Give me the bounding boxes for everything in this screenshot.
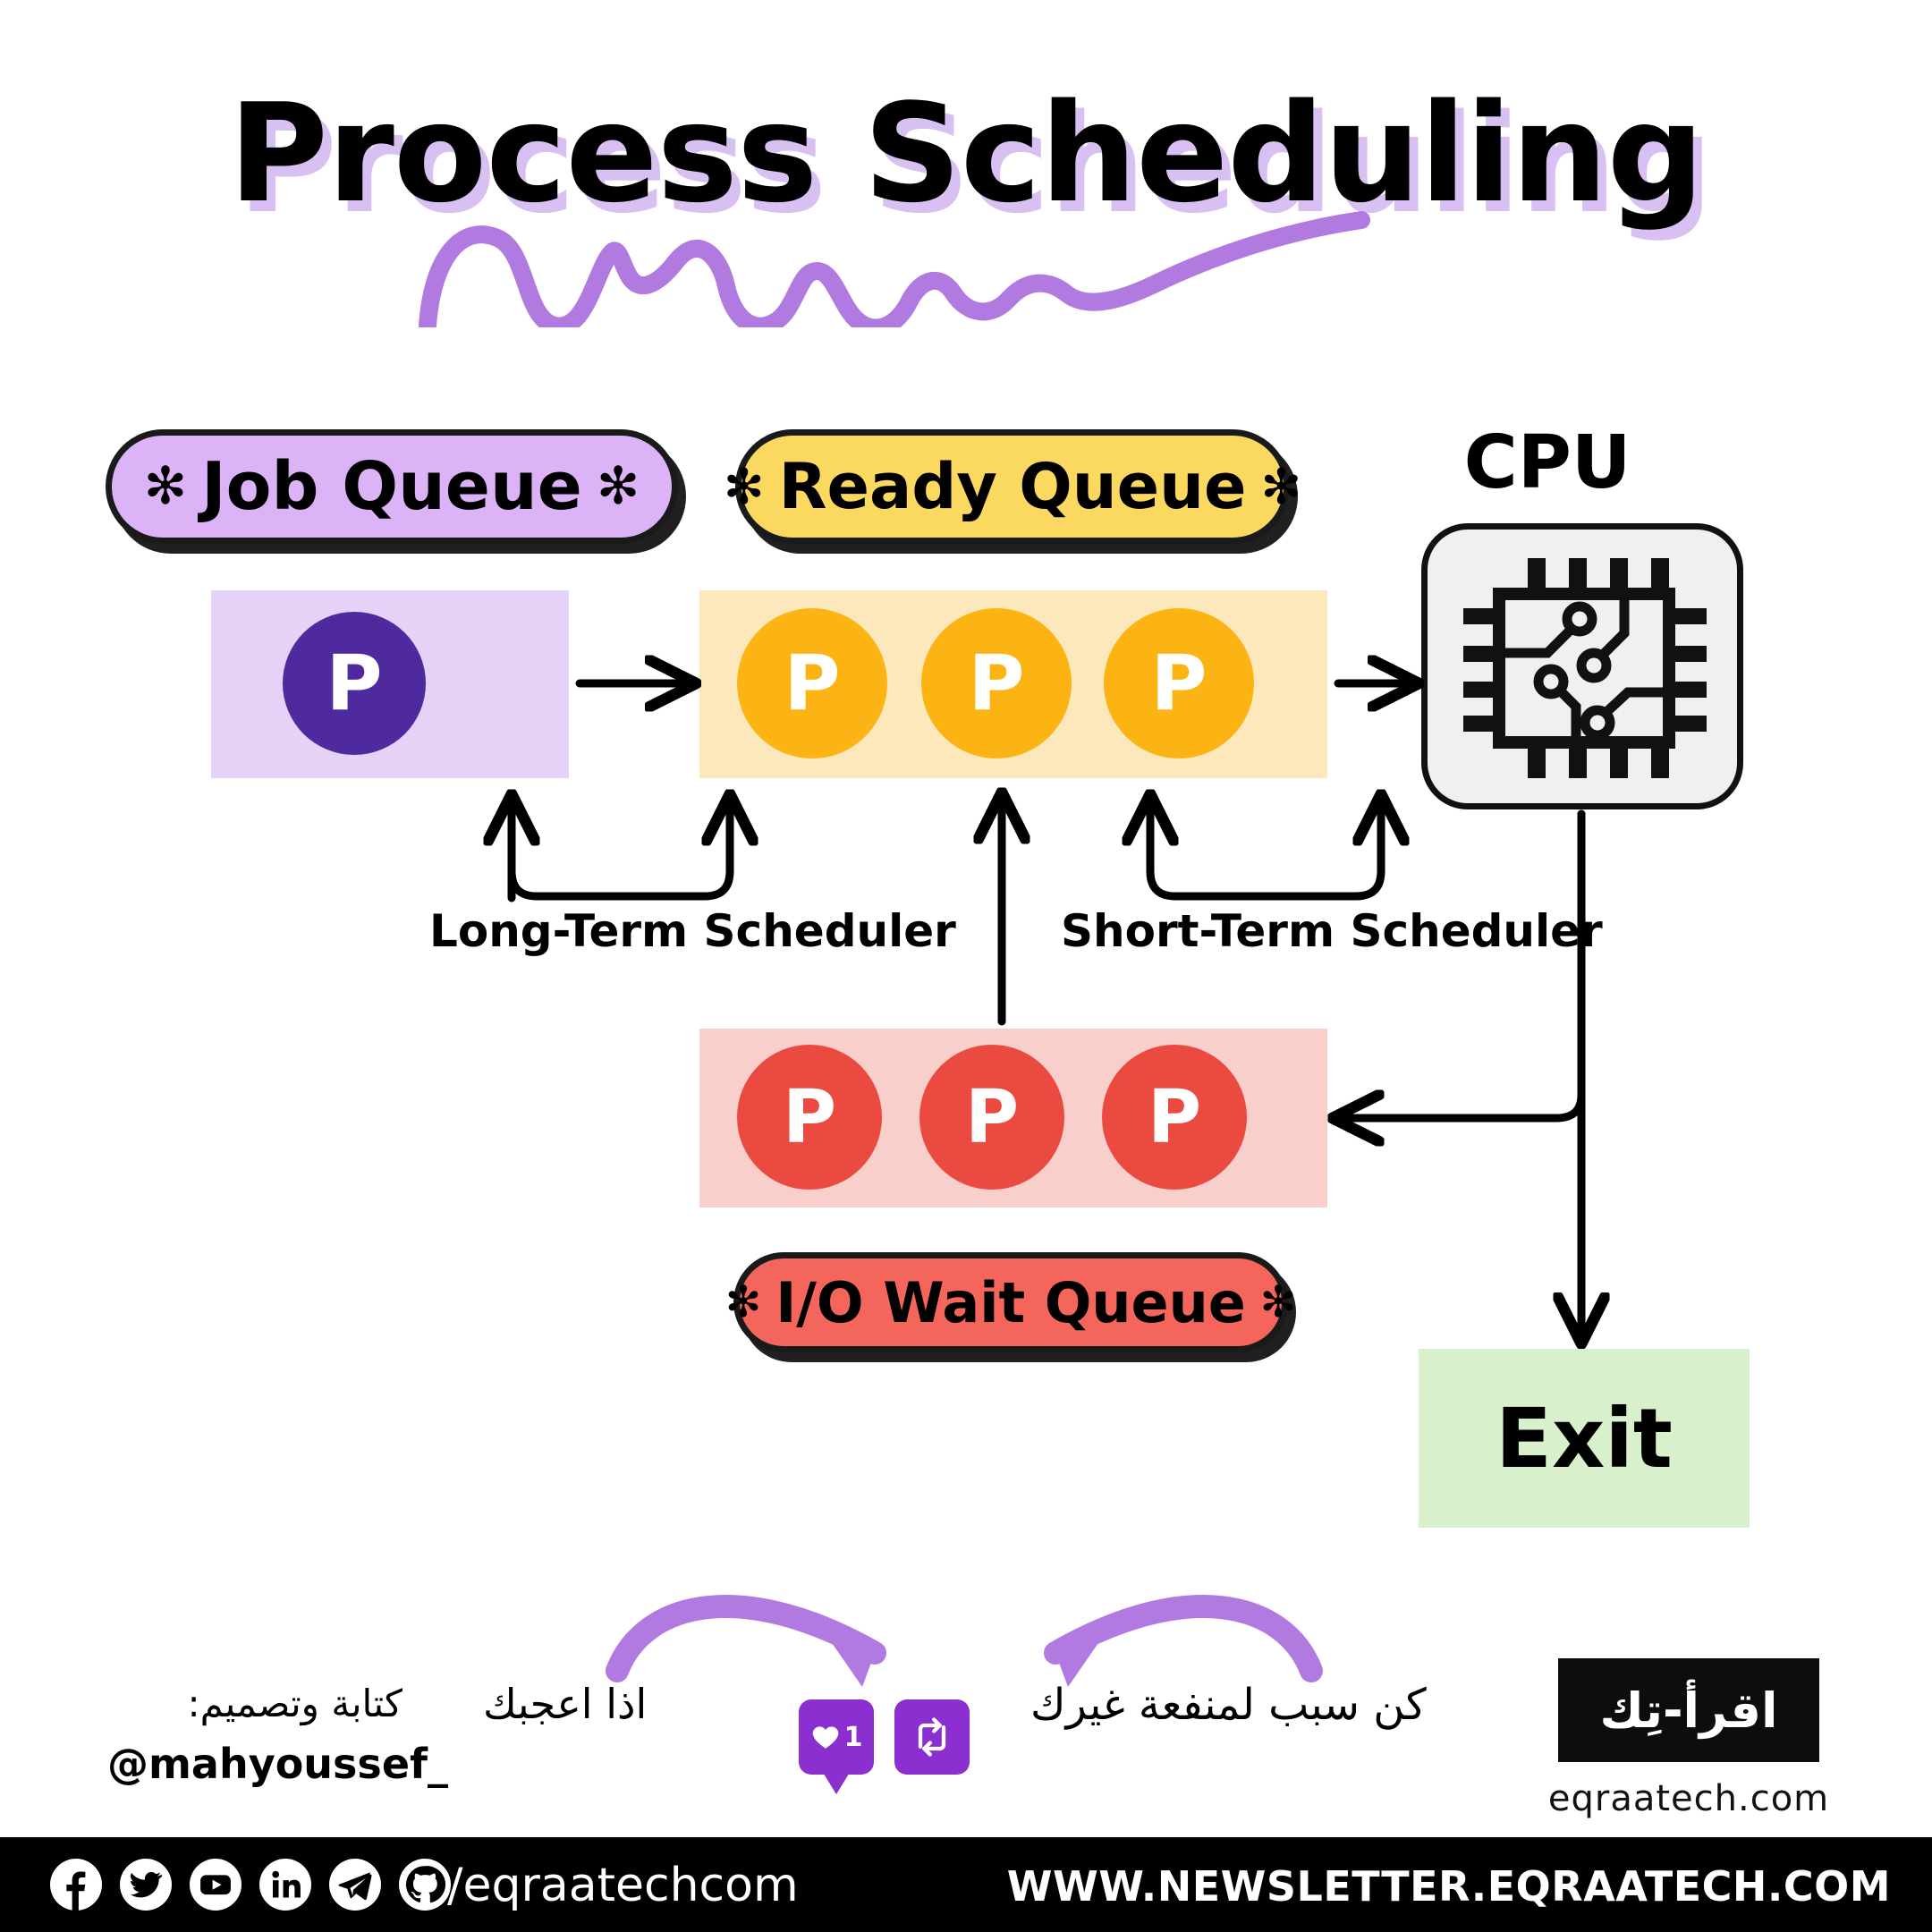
process-circle: P [737, 608, 887, 758]
credit-handle: @mahyoussef_ [107, 1740, 449, 1788]
brand-logo-text: اقرأ-تِك [1599, 1682, 1779, 1739]
arrow-cpu-to-io [1342, 809, 1586, 1118]
io-wait-queue-label: I/O Wait Queue [775, 1269, 1246, 1335]
ready-queue-pill: ✻ Ready Queue ✻ [724, 429, 1301, 544]
twitter-icon[interactable] [120, 1859, 172, 1911]
flower-icon: ✻ [596, 455, 640, 517]
process-circle: P [921, 608, 1072, 758]
arrow-short-term-scheduler [1150, 803, 1381, 901]
youtube-icon[interactable] [190, 1859, 242, 1911]
process-circle: P [1104, 608, 1254, 758]
facebook-icon[interactable] [50, 1859, 102, 1911]
cpu-label: CPU [1463, 420, 1631, 505]
github-icon[interactable] [399, 1859, 451, 1911]
process-circle: P [919, 1045, 1064, 1190]
ready-queue-band: P P P [699, 590, 1327, 778]
cpu-chip-icon [1463, 558, 1707, 778]
process-circle: P [1102, 1045, 1247, 1190]
job-queue-band: P [211, 590, 569, 778]
cta-right-text: كن سبب لمنفعة غيرك [1030, 1680, 1427, 1730]
newsletter-url: WWW.NEWSLETTER.EQRAATECH.COM [1006, 1862, 1891, 1911]
arrow-left-curve [606, 1595, 886, 1682]
flower-icon: ✻ [143, 455, 188, 517]
exit-box: Exit [1419, 1349, 1750, 1528]
io-wait-queue-band: P P P [699, 1029, 1327, 1208]
title-underline-squiggle [419, 211, 1370, 327]
flower-icon: ✻ [724, 1276, 762, 1327]
repost-badge[interactable] [894, 1699, 970, 1775]
arrow-right-head [1055, 1640, 1100, 1687]
arrow-long-term-scheduler [512, 803, 730, 901]
page-title: Process Scheduling [228, 74, 1705, 233]
like-count: 1 [843, 1721, 863, 1753]
badge-tail [822, 1771, 851, 1794]
process-circle: P [283, 612, 426, 755]
arrow-left-head [830, 1640, 875, 1687]
brand-url: eqraatech.com [1547, 1778, 1830, 1819]
flower-icon: ✻ [723, 457, 765, 515]
ready-queue-label: Ready Queue [778, 450, 1247, 523]
long-term-scheduler-label: Long-Term Scheduler [429, 905, 956, 957]
flower-icon: ✻ [1259, 1276, 1297, 1327]
job-queue-pill: ✻ Job Queue ✻ [106, 429, 678, 544]
footer-curved-arrows [606, 1595, 1323, 1687]
arrow-right-curve [1044, 1595, 1323, 1682]
short-term-scheduler-label: Short-Term Scheduler [1061, 905, 1603, 957]
process-circle: P [737, 1045, 882, 1190]
cpu-box [1421, 523, 1743, 809]
like-badge[interactable]: 1 [799, 1699, 874, 1794]
flower-icon: ✻ [1260, 457, 1302, 515]
linkedin-icon[interactable] [259, 1859, 311, 1911]
heart-icon [812, 1726, 838, 1749]
job-queue-label: Job Queue [201, 448, 582, 525]
cta-left-text: اذا اعجبك [483, 1680, 648, 1728]
social-handle: /eqraatechcom [447, 1859, 799, 1912]
credit-label: كتابة وتصميم: [187, 1682, 402, 1725]
bottom-bar: /eqraatechcom WWW.NEWSLETTER.EQRAATECH.C… [0, 1837, 1932, 1932]
brand-logo: اقرأ-تِك [1558, 1658, 1819, 1762]
io-wait-queue-pill: ✻ I/O Wait Queue ✻ [725, 1252, 1296, 1352]
repost-icon [918, 1717, 946, 1757]
telegram-icon[interactable] [329, 1859, 381, 1911]
